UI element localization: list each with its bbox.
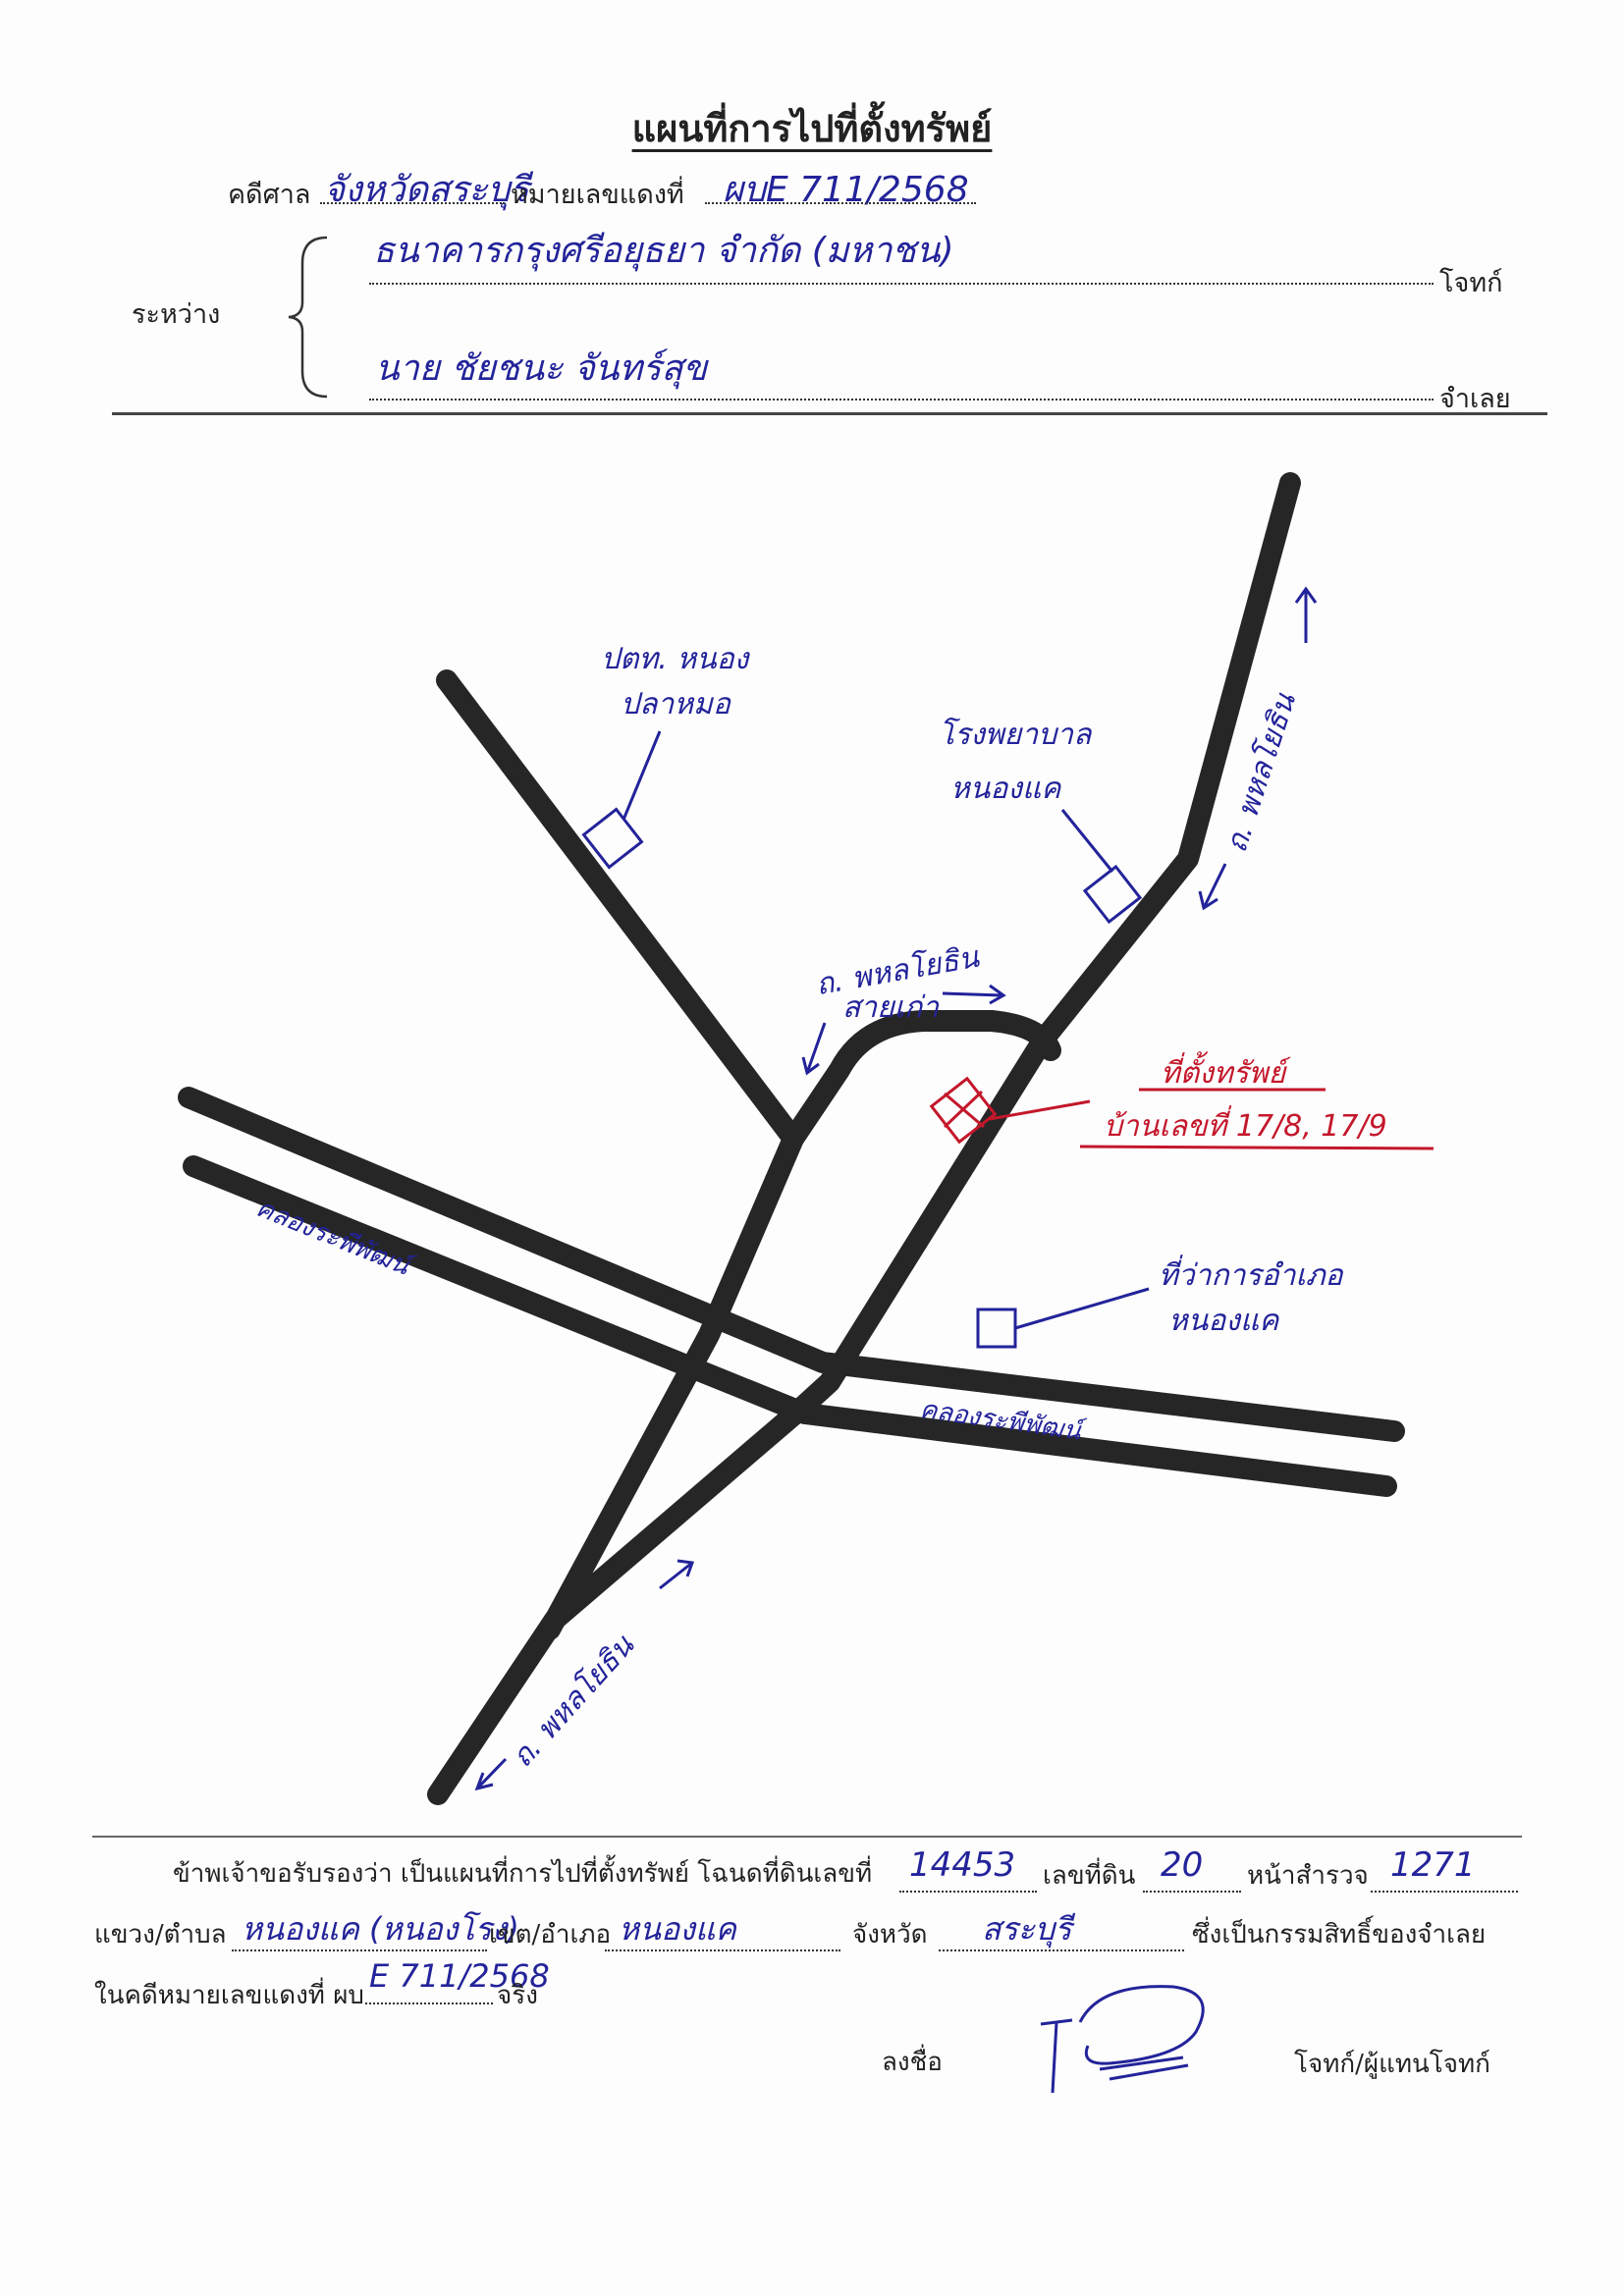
district-office-label-1: ที่ว่าการอำเภอ	[1159, 1258, 1343, 1293]
road-upper-left	[436, 669, 804, 1149]
old-road-label-2: สายเก่า	[842, 990, 939, 1025]
hospital-box-icon	[1082, 864, 1143, 925]
survey-no: 1271	[1390, 1845, 1476, 1885]
red-case-label: หมายเลขแดงที่	[511, 180, 684, 210]
province-label: จังหวัด	[852, 1920, 928, 1949]
between-label: ระหว่าง	[132, 299, 221, 330]
signer-role: โจทก์/ผู้แทนโจทก์	[1294, 2050, 1490, 2079]
hospital-label-1: โรงพยาบาล	[939, 718, 1092, 752]
header-divider	[112, 412, 1547, 415]
police-box-icon	[581, 807, 644, 870]
property-marker-icon	[929, 1076, 1435, 1150]
signature-icon	[1040, 1985, 1205, 2094]
canal-lower-bank	[183, 1155, 1397, 1497]
certify-text: ข้าพเจ้าขอรับรองว่า เป็นแผนที่การไปที่ตั…	[173, 1859, 873, 1889]
land-no-label: เลขที่ดิน	[1043, 1861, 1136, 1891]
true-label: จริง	[497, 1981, 538, 2010]
arrow-right-icon	[942, 984, 1006, 1005]
plaintiff-label: โจทก์	[1439, 268, 1503, 298]
district-office-label-2: หนองแค	[1168, 1304, 1279, 1338]
province: สระบุรี	[982, 1910, 1072, 1948]
brace-icon	[288, 236, 328, 399]
district-office-box-icon	[976, 1308, 1017, 1349]
footer-divider	[92, 1836, 1522, 1838]
ownership-text: ซึ่งเป็นกรรมสิทธิ์ของจำเลย	[1192, 1920, 1487, 1949]
police-label-1: ปตท. หนอง	[601, 642, 749, 676]
arrow-up-icon	[1294, 586, 1318, 643]
court-label: คดีศาล	[228, 180, 311, 210]
case-label: ในคดีหมายเลขแดงที่ ผบ	[94, 1981, 364, 2010]
survey-label: หน้าสำรวจ	[1247, 1861, 1369, 1891]
case-no: E 711/2568	[369, 1957, 550, 1995]
page-title: แผนที่การไปที่ตั้งทรัพย์	[631, 106, 993, 150]
sign-label: ลงชื่อ	[882, 2048, 943, 2077]
district-label: เขต/อำเภอ	[489, 1920, 612, 1949]
property-title: ที่ตั้งทรัพย์	[1161, 1056, 1286, 1091]
land-no: 20	[1161, 1845, 1204, 1885]
road-old-loop	[783, 1010, 1061, 1149]
arrow-down-left-icon-2	[474, 1757, 508, 1791]
plaintiff-value: ธนาคารกรุงศรีอยุธยา จำกัด (มหาชน)	[373, 231, 954, 271]
hospital-label-2: หนองแค	[950, 772, 1061, 806]
district: หนองแค	[619, 1910, 736, 1948]
arrow-down-left-icon	[1198, 863, 1227, 911]
property-house-no: บ้านเลขที่ 17/8, 17/9	[1104, 1109, 1387, 1144]
road-cross-diagonal	[539, 1128, 804, 1640]
police-label-2: ปลาหมอ	[621, 687, 731, 721]
defendant-value: นาย ชัยชนะ จันทร์สุข	[375, 348, 708, 389]
defendant-label: จำเลย	[1439, 384, 1511, 414]
subdistrict-label: แขวง/ตำบล	[94, 1920, 227, 1949]
arrow-down-icon	[801, 1022, 827, 1076]
subdistrict: หนองแค (หนองโรง)	[242, 1910, 519, 1948]
deed-no: 14453	[909, 1845, 1016, 1885]
canal-upper-bank	[178, 1087, 1405, 1442]
arrow-up-right-icon	[659, 1559, 695, 1590]
